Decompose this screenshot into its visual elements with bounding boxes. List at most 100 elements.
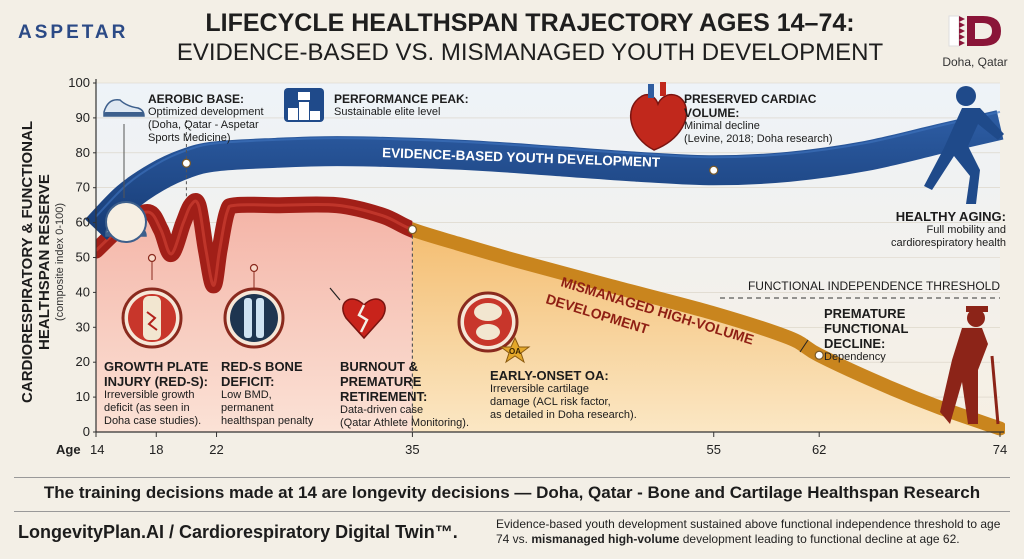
annotation-title: AEROBIC BASE: <box>148 92 245 106</box>
footer-statement: The training decisions made at 14 are lo… <box>43 483 981 502</box>
annotation-title: BURNOUT & PREMATURE RETIREMENT: <box>340 359 428 404</box>
annotation-preserved-cardiac-volume: PRESERVED CARDIAC VOLUME: Minimal declin… <box>684 92 834 146</box>
y-tick-label: 50 <box>76 250 90 265</box>
runner-head <box>956 86 976 106</box>
oa-badge-label: OA <box>509 347 521 356</box>
podium-step <box>288 108 298 120</box>
aspetar-logo: ASPETAR <box>18 22 129 43</box>
trophy-cup <box>298 92 310 100</box>
data-point-marker <box>181 158 191 168</box>
x-tick-label: 35 <box>405 442 419 457</box>
footer-divider <box>14 477 1010 478</box>
mismanaged-area-late <box>412 229 1000 432</box>
y-tick-label: 20 <box>76 354 90 369</box>
x-tick-label: 14 <box>90 442 104 457</box>
y-axis-label-line2: HEALTHSPAN RESERVE <box>36 174 53 350</box>
annotation-body: Minimal decline <box>684 120 760 132</box>
annotation-title: PERFORMANCE PEAK: <box>334 92 469 106</box>
bone-shape <box>474 303 502 321</box>
y-tick-label: 30 <box>76 319 90 334</box>
shoe-medallion <box>105 201 147 243</box>
fracture-line <box>146 311 158 331</box>
shoe-sole <box>104 112 144 116</box>
annotation-body: Sustainable elite level <box>334 106 441 118</box>
y-tick-label: 100 <box>68 75 90 90</box>
annotation-body: damage (ACL risk factor, <box>490 396 611 408</box>
annotation-body: (Qatar Athlete Monitoring). <box>340 417 470 429</box>
chart-title: LIFECYCLE HEALTHSPAN TRAJECTORY AGES 14–… <box>205 9 855 37</box>
knee-joint-icon: OA <box>457 291 531 364</box>
data-point-marker <box>814 350 824 360</box>
runner-silhouette-icon <box>924 86 1004 204</box>
annotation-body: permanent <box>221 402 274 414</box>
healthspan-chart: FUNCTIONAL INDEPENDENCE THRESHOLD EVIDEN… <box>56 75 1007 457</box>
mismanaged-series-line <box>96 199 413 287</box>
annotation-body: as detailed in Doha research). <box>490 409 637 421</box>
broken-heart-icon <box>329 287 386 340</box>
podium-step <box>310 111 320 120</box>
annotation-title: HEALTHY AGING: <box>895 209 1006 224</box>
running-shoe-icon <box>103 99 145 117</box>
annotation-body: Irreversible growth <box>104 389 195 401</box>
anatomical-heart-icon <box>629 82 688 151</box>
heart-vessel <box>648 84 654 98</box>
footer-divider <box>14 511 1010 512</box>
annotation-performance-peak: PERFORMANCE PEAK: Sustainable elite leve… <box>334 92 494 119</box>
elder-cap <box>966 306 988 312</box>
y-tick-label: 0 <box>83 424 90 439</box>
threshold-label: FUNCTIONAL INDEPENDENCE THRESHOLD <box>748 279 1000 293</box>
annotation-body: deficit (as seen in <box>104 402 190 414</box>
x-axis-prefix: Age <box>56 442 81 457</box>
annotation-pin <box>147 253 157 263</box>
bone-fracture-icon <box>121 287 183 349</box>
data-point-marker <box>709 165 719 175</box>
elder-cane <box>990 355 1000 425</box>
y-axis-label-line1: CARDIORESPIRATORY & FUNCTIONAL <box>19 121 36 403</box>
annotation-pin <box>249 263 259 273</box>
x-tick-label: 74 <box>993 442 1007 457</box>
annotation-title: RED-S BONE DEFICIT: <box>221 359 303 389</box>
trophy-podium-icon <box>284 88 324 122</box>
pointer-line <box>799 339 809 353</box>
logo-city: Doha, Qatar <box>942 55 1008 69</box>
annotation-title: PREMATURE FUNCTIONAL DECLINE: <box>824 306 909 351</box>
annotation-body: Data-driven case <box>340 404 424 416</box>
medallion-fill <box>230 294 278 342</box>
evidence-based-series-ribbon <box>84 110 1004 240</box>
evidence-based-series-highlight <box>95 110 1001 218</box>
footer-note: Evidence-based youth development sustain… <box>496 517 1006 547</box>
annotation-title: EARLY-ONSET OA: <box>490 368 609 383</box>
x-tick-label: 62 <box>812 442 826 457</box>
elder-head <box>967 309 985 327</box>
elderly-cane-silhouette-icon <box>940 306 1000 425</box>
footer-note-text-end: development leading to functional declin… <box>679 532 960 546</box>
annotation-body: Irreversible cartilage <box>490 383 590 395</box>
oa-badge-star <box>499 336 531 364</box>
heart-crack <box>357 304 369 333</box>
title-block: LIFECYCLE HEALTHSPAN TRAJECTORY AGES 14–… <box>150 8 910 68</box>
annotation-title: GROWTH PLATE INJURY (RED-S): <box>104 359 209 389</box>
annotation-premature-decline: PREMATURE FUNCTIONAL DECLINE: Dependency <box>824 306 914 364</box>
pointer-line <box>329 287 341 301</box>
elder-body <box>940 328 988 424</box>
chart-subtitle: EVIDENCE-BASED VS. MISMANAGED YOUTH DEVE… <box>176 39 884 66</box>
y-axis-title: CARDIORESPIRATORY & FUNCTIONAL HEALTHSPA… <box>8 82 68 442</box>
y-axis-label-sub: (composite index 0-100) <box>54 203 66 321</box>
footer-brand: LongevityPlan.AI / Cardiorespiratory Dig… <box>18 522 458 542</box>
podium-step <box>299 102 309 120</box>
bone-shape <box>244 298 252 338</box>
annotation-body: (Doha, Qatar - Aspetar <box>148 119 259 131</box>
x-tick-label: 18 <box>149 442 163 457</box>
y-tick-label: 70 <box>76 180 90 195</box>
qatar-flag-d-icon <box>948 15 1001 47</box>
annotation-body: (Levine, 2018; Doha research) <box>684 133 833 145</box>
x-tick-label: 22 <box>209 442 223 457</box>
bone-shape <box>256 298 264 338</box>
annotation-body: Doha case studies). <box>104 415 202 427</box>
qatar-logo: Doha, Qatar <box>940 14 1010 69</box>
annotation-body: Full mobility and <box>926 224 1006 236</box>
footer-note-bold: mismanaged high-volume <box>531 532 680 546</box>
footer-note-text: Evidence-based youth development sustain… <box>496 517 1001 546</box>
y-tick-label: 10 <box>76 389 90 404</box>
heart-body <box>629 93 688 151</box>
